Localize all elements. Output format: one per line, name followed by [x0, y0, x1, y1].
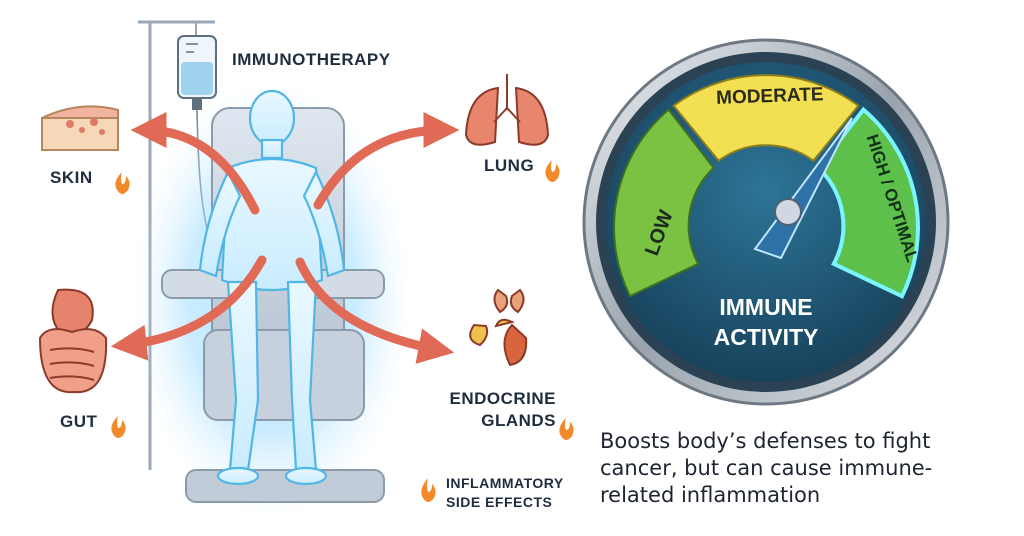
caption: Boosts body’s defenses to fight cancer, …	[600, 428, 1000, 509]
gauge-zone-moderate	[672, 74, 860, 163]
gauge-title-line2: ACTIVITY	[714, 324, 819, 350]
caption-line2: cancer, but can cause immune-	[600, 456, 933, 480]
arrow-to-gut	[110, 255, 267, 361]
gauge-needle	[753, 117, 853, 260]
caption-line1: Boosts body’s defenses to fight	[600, 429, 931, 453]
flame-icon	[559, 418, 574, 440]
flame-icon	[421, 478, 436, 502]
immunotherapy-label: IMMUNOTHERAPY	[232, 50, 391, 69]
immune-activity-gauge: LOW MODERATE HIGH / OPTIMAL IMMUNE ACTIV…	[582, 38, 950, 406]
gut-label: GUT	[60, 412, 98, 431]
endocrine-label: ENDOCRINE GLANDS	[446, 388, 556, 432]
arrow-to-lung	[313, 112, 460, 210]
flame-icon	[115, 172, 130, 194]
caption-line3: related inflammation	[600, 483, 821, 507]
endocrine-glands-icon	[469, 288, 528, 367]
side-effects-label: INFLAMMATORY SIDE EFFECTS	[446, 474, 564, 512]
arrows	[110, 112, 460, 364]
flame-icon	[111, 416, 126, 438]
side-effects-line1: INFLAMMATORY	[446, 475, 564, 491]
endocrine-label-line2: GLANDS	[481, 411, 556, 430]
side-effects-line2: SIDE EFFECTS	[446, 494, 553, 510]
arrow-to-skin	[130, 112, 260, 215]
gauge-zone-low	[613, 108, 715, 298]
lung-label: LUNG	[484, 156, 535, 175]
arrow-to-endocrine	[295, 257, 455, 364]
gauge-title-line1: IMMUNE	[719, 294, 812, 320]
skin-icon	[41, 105, 119, 151]
skin-label: SKIN	[50, 168, 93, 187]
gauge-zone-high	[815, 106, 920, 299]
lungs-icon	[464, 74, 550, 146]
flame-icon	[545, 160, 560, 182]
endocrine-label-line1: ENDOCRINE	[449, 389, 556, 408]
gut-icon	[38, 288, 108, 394]
gauge-label-moderate: MODERATE	[716, 84, 824, 109]
